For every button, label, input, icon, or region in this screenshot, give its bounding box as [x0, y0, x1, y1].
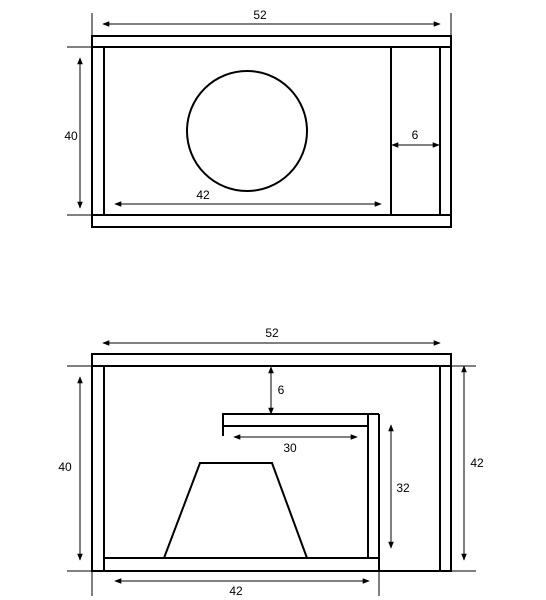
- side-left-height-label: 40: [58, 460, 72, 474]
- port-width-label: 6: [412, 128, 419, 142]
- side-outer-box: [91, 353, 452, 572]
- side-bottom-width-label: 42: [229, 584, 243, 598]
- side-view: 52 40 42 42 6 30 32: [58, 326, 484, 598]
- top-width-label: 52: [253, 8, 267, 22]
- speaker-cone-trapezoid: [162, 462, 309, 559]
- top-outer-box: [91, 35, 452, 228]
- top-inner-width-label: 42: [196, 188, 210, 202]
- speaker-hole-circle: [186, 70, 308, 192]
- shelf-gap-label: 6: [278, 383, 285, 397]
- side-width-label: 52: [265, 326, 279, 340]
- top-view: 52 40 42 6: [64, 8, 452, 228]
- shelf-length-label: 30: [283, 441, 297, 455]
- top-height-label: 40: [64, 129, 78, 143]
- shelf-drop-label: 32: [396, 481, 410, 495]
- side-right-height-label: 42: [470, 456, 484, 470]
- shelf-top-edge: [222, 413, 368, 436]
